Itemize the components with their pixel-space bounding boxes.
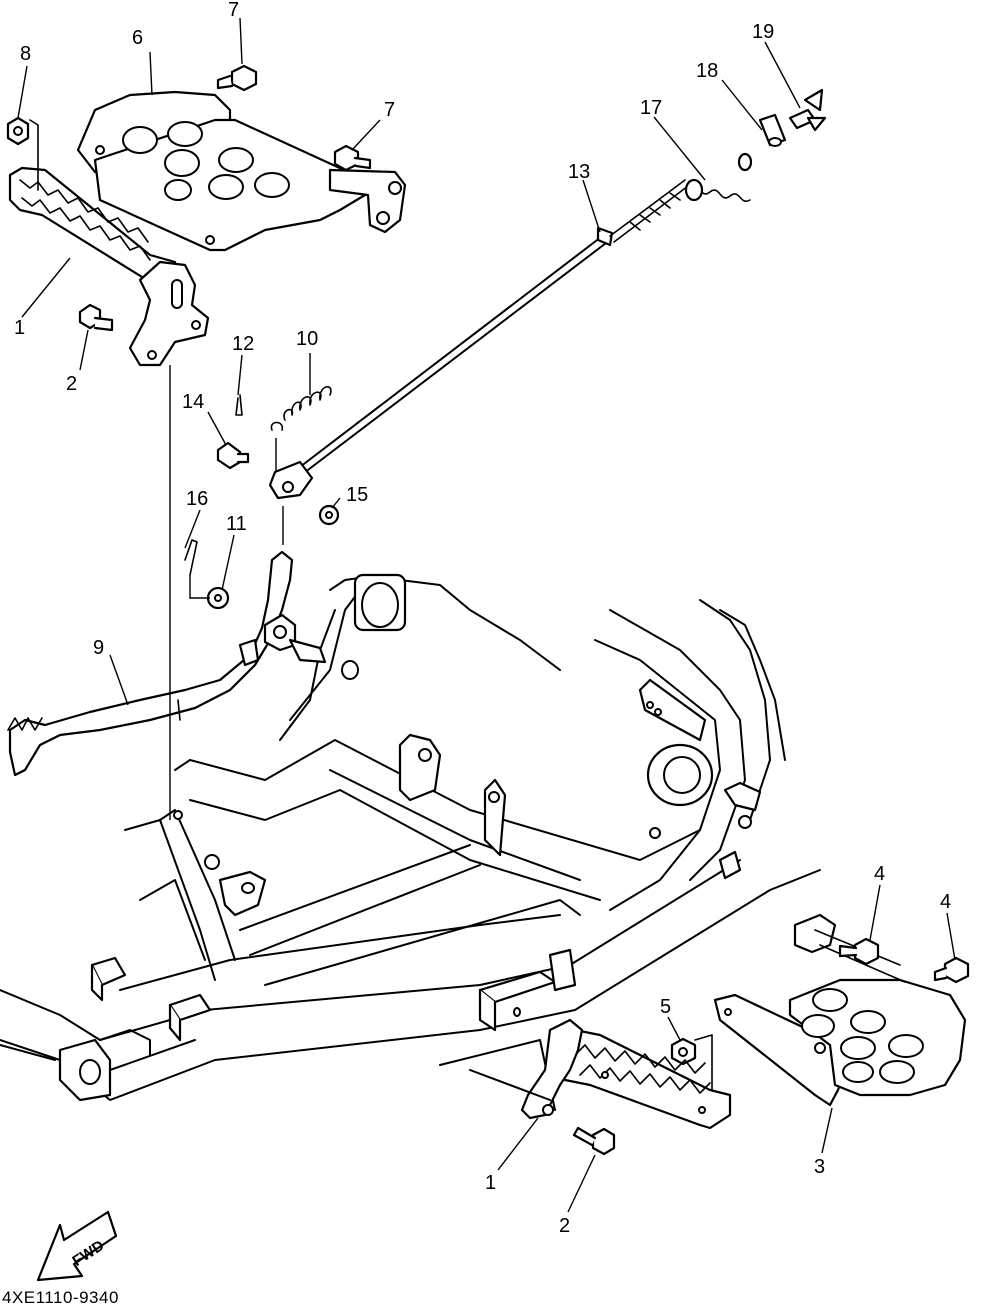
callout-18: 18 bbox=[696, 60, 718, 82]
callout-1-top: 1 bbox=[14, 317, 25, 339]
callout-10: 10 bbox=[296, 328, 318, 350]
callout-11: 11 bbox=[226, 513, 247, 535]
callout-15: 15 bbox=[346, 484, 368, 506]
callout-2-bottom: 2 bbox=[559, 1215, 570, 1237]
callout-1-bottom: 1 bbox=[485, 1172, 496, 1194]
callout-19: 19 bbox=[752, 21, 774, 43]
callout-14: 14 bbox=[182, 391, 204, 413]
callout-labels: 7 6 8 7 1 2 12 10 14 15 16 11 9 13 17 18… bbox=[14, 0, 951, 1237]
fwd-arrow-icon: FWD bbox=[36, 1210, 118, 1282]
callout-8: 8 bbox=[20, 43, 31, 65]
diagram-code: 4XE1110-9340 bbox=[2, 1288, 119, 1306]
callout-5: 5 bbox=[660, 996, 671, 1018]
callout-12: 12 bbox=[232, 333, 254, 355]
callout-9: 9 bbox=[93, 637, 104, 659]
footrest-left-assembly bbox=[6, 64, 407, 367]
leader-lines bbox=[17, 17, 956, 1213]
callout-6: 6 bbox=[132, 27, 143, 49]
brake-rod-assembly bbox=[7, 88, 827, 820]
callout-7-mid: 7 bbox=[384, 99, 395, 121]
callout-4-a: 4 bbox=[874, 863, 885, 885]
vehicle-frame bbox=[0, 573, 821, 1111]
callout-4-b: 4 bbox=[940, 891, 951, 913]
callout-13: 13 bbox=[568, 161, 590, 183]
callout-3: 3 bbox=[814, 1156, 825, 1178]
callout-16: 16 bbox=[186, 488, 208, 510]
footrest-right-assembly bbox=[469, 913, 970, 1156]
callout-2-top: 2 bbox=[66, 373, 77, 395]
callout-7-top: 7 bbox=[228, 0, 239, 21]
callout-17: 17 bbox=[640, 97, 662, 119]
